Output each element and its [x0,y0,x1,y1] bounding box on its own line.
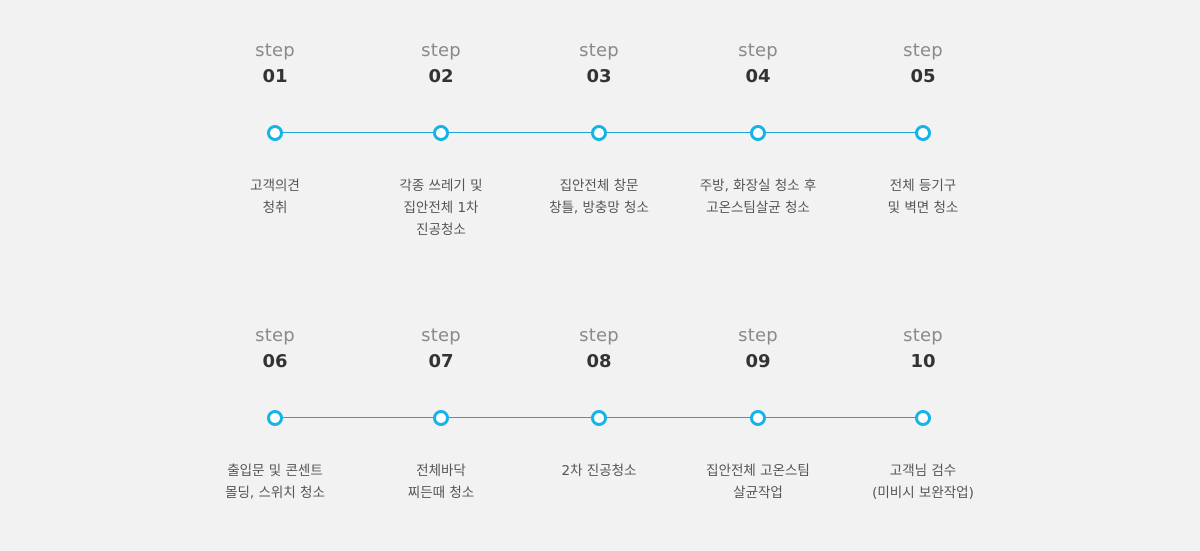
step-description: 집안전체 고온스팀 살균작업 [706,463,810,501]
step-label: step [738,40,778,61]
step-label: step [903,325,943,346]
step-description: 전체바닥 찌든때 청소 [407,463,475,501]
step-label: step [579,40,619,61]
step-03: step 03 집안전체 창문 창틀, 방충망 청소 [509,40,689,216]
step-number: 07 [428,351,454,372]
step-label: step [421,40,461,61]
step-label: step [579,325,619,346]
step-description: 각종 쓰레기 및 집안전체 1차 진공청소 [399,178,483,238]
step-description: 주방, 화장실 청소 후 고온스팀살균 청소 [699,178,817,216]
timeline-dot-icon [433,125,449,141]
step-description: 집안전체 창문 창틀, 방충망 청소 [549,178,649,216]
step-description: 전체 등기구 및 벽면 청소 [887,178,959,216]
timeline-dot-icon [591,125,607,141]
step-label: step [738,325,778,346]
timeline-dot-icon [750,410,766,426]
step-number: 06 [262,351,288,372]
step-label: step [421,325,461,346]
step-02: step 02 각종 쓰레기 및 집안전체 1차 진공청소 [351,40,531,238]
timeline-dot-icon [267,410,283,426]
process-row-2: step 06 출입문 및 콘센트 몰딩, 스위치 청소 step 07 전체바… [0,325,1200,525]
timeline-dot-icon [915,410,931,426]
step-description: 고객의견 청취 [250,178,300,216]
step-08: step 08 2차 진공청소 [509,325,689,479]
step-number: 09 [745,351,771,372]
step-description: 출입문 및 콘센트 몰딩, 스위치 청소 [225,463,325,501]
step-number: 03 [586,66,612,87]
timeline-dot-icon [591,410,607,426]
step-number: 05 [910,66,936,87]
step-09: step 09 집안전체 고온스팀 살균작업 [668,325,848,501]
step-05: step 05 전체 등기구 및 벽면 청소 [833,40,1013,216]
step-label: step [255,325,295,346]
step-label: step [255,40,295,61]
step-number: 02 [428,66,454,87]
step-number: 08 [586,351,612,372]
step-description: 2차 진공청소 [561,463,637,479]
timeline-dot-icon [267,125,283,141]
step-01: step 01 고객의견 청취 [185,40,365,216]
step-04: step 04 주방, 화장실 청소 후 고온스팀살균 청소 [668,40,848,216]
step-07: step 07 전체바닥 찌든때 청소 [351,325,531,501]
process-row-1: step 01 고객의견 청취 step 02 각종 쓰레기 및 집안전체 1차… [0,40,1200,240]
step-number: 10 [910,351,936,372]
step-description: 고객님 검수 (미비시 보완작업) [872,463,974,501]
step-label: step [903,40,943,61]
step-number: 01 [262,66,288,87]
step-number: 04 [745,66,771,87]
step-10: step 10 고객님 검수 (미비시 보완작업) [833,325,1013,501]
step-06: step 06 출입문 및 콘센트 몰딩, 스위치 청소 [185,325,365,501]
timeline-dot-icon [433,410,449,426]
timeline-dot-icon [915,125,931,141]
timeline-dot-icon [750,125,766,141]
